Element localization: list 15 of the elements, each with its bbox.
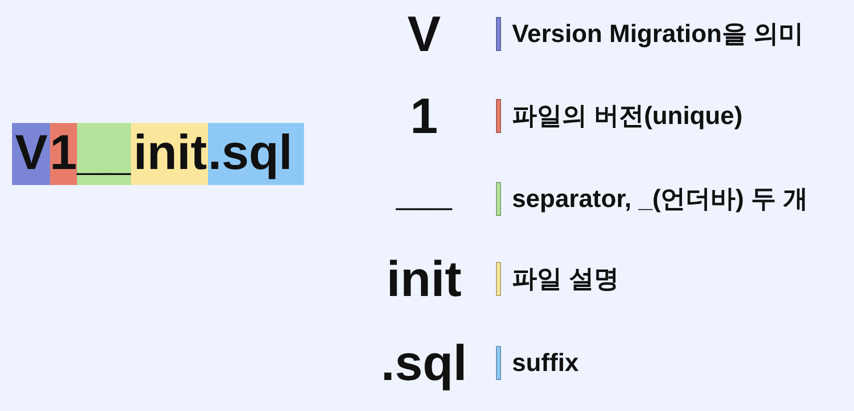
part-label: .sql [380, 338, 468, 388]
part-label: init [386, 254, 462, 304]
legend-text: suffix [512, 350, 579, 376]
legend-text: 파일 설명 [512, 266, 619, 292]
legend-text: 파일의 버전(unique) [512, 103, 743, 129]
highlight-segment: 1 [50, 123, 77, 185]
part-label: V [406, 9, 442, 59]
part-label: __ [394, 162, 454, 212]
legend-text: separator, _(언더바) 두 개 [512, 186, 808, 212]
part-label: 1 [409, 91, 439, 141]
highlight-segment: __ [76, 123, 132, 185]
highlight-segment: init [131, 123, 208, 185]
highlight-segment: .sql [208, 123, 304, 185]
highlight-segment: V [12, 123, 50, 185]
legend-text: Version Migration을 의미 [512, 21, 804, 47]
